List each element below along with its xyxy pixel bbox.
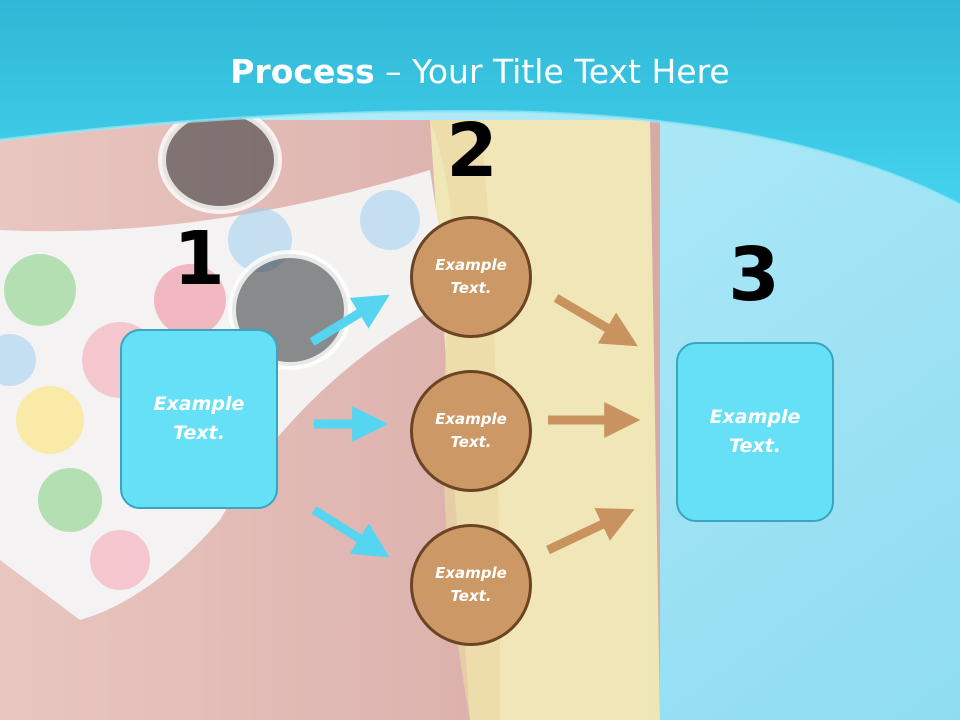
step-3-box: Example Text.	[676, 342, 834, 522]
step-number-2: 2	[446, 108, 498, 194]
arrow-1-to-2a	[309, 294, 390, 346]
step-number-1: 1	[173, 216, 225, 302]
circle-3-line-2: Text.	[450, 587, 492, 605]
step-1-box: Example Text.	[120, 329, 278, 509]
arrow-2c-to-3	[546, 508, 635, 555]
step-2-circle-top: Example Text.	[410, 216, 532, 338]
step-1-line-2: Text.	[173, 422, 225, 444]
slide-title: Process – Your Title Text Here	[0, 52, 960, 91]
circle-3-line-1: Example	[435, 564, 507, 582]
circle-1-line-2: Text.	[450, 279, 492, 297]
step-number-3: 3	[728, 232, 780, 318]
title-rest: – Your Title Text Here	[374, 52, 730, 91]
step-3-line-1: Example	[709, 406, 801, 428]
step-2-circle-bottom: Example Text.	[410, 524, 532, 646]
step-2-circle-middle: Example Text.	[410, 370, 532, 492]
step-1-line-1: Example	[153, 393, 245, 415]
circle-2-line-2: Text.	[450, 433, 492, 451]
title-bold: Process	[230, 52, 375, 91]
circle-2-line-1: Example	[435, 410, 507, 428]
arrow-1-to-2c	[311, 506, 390, 558]
circle-1-line-1: Example	[435, 256, 507, 274]
arrow-2a-to-3	[553, 294, 638, 347]
step-3-line-2: Text.	[729, 435, 781, 457]
